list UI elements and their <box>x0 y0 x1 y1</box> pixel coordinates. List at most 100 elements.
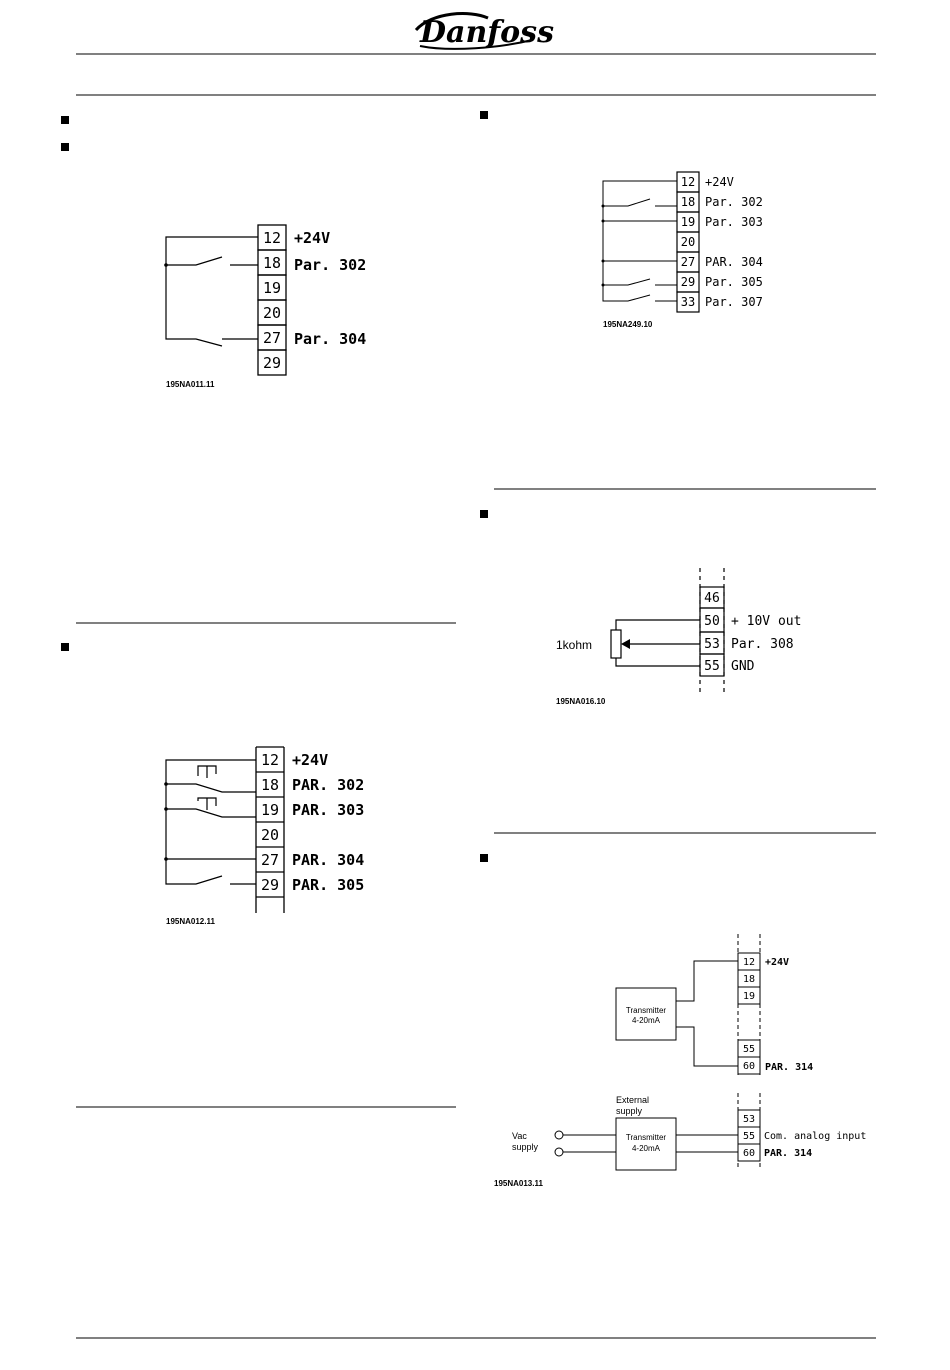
svg-text:Transmitter: Transmitter <box>626 1006 666 1015</box>
transmitter-box <box>615 987 677 1041</box>
diagram-code: 195NA249.10 <box>603 320 653 329</box>
svg-text:12: 12 <box>681 175 695 189</box>
svg-text:PAR. 304: PAR. 304 <box>292 851 364 869</box>
transmitter-label-external: Transmitter 4-20mA <box>626 1133 666 1153</box>
transmitter-label: Transmitter 4-20mA <box>626 1006 666 1025</box>
terminal-block <box>699 568 725 693</box>
svg-text:PAR. 314: PAR. 314 <box>765 1062 813 1073</box>
svg-text:PAR. 302: PAR. 302 <box>292 776 364 794</box>
terminal-block <box>676 171 700 313</box>
svg-text:External: External <box>616 1095 649 1105</box>
svg-text:27: 27 <box>681 255 695 269</box>
svg-text:GND: GND <box>731 659 755 674</box>
svg-text:53: 53 <box>704 637 720 652</box>
svg-text:+24V: +24V <box>292 751 328 769</box>
svg-text:12: 12 <box>743 957 755 968</box>
svg-text:55: 55 <box>743 1044 755 1055</box>
svg-text:supply: supply <box>512 1142 539 1152</box>
terminal-numbers: 12 18 19 20 27 29 <box>263 229 281 372</box>
resistor-icon <box>610 629 622 659</box>
wiring-bottom <box>554 1130 738 1157</box>
svg-text:20: 20 <box>261 826 279 844</box>
svg-text:PAR. 314: PAR. 314 <box>764 1148 812 1159</box>
terminal-numbers-top: 12 18 19 55 60 <box>743 957 755 1072</box>
bullet-icon <box>61 116 69 124</box>
svg-text:Par. 303: Par. 303 <box>705 215 763 229</box>
junction-dots <box>164 782 168 861</box>
svg-text:+24V: +24V <box>294 229 330 247</box>
svg-text:supply: supply <box>616 1106 643 1116</box>
svg-text:33: 33 <box>681 295 695 309</box>
potentiometer-diagram-d: 46 50 53 55 + 10V out Par. 308 GND 1kohm… <box>556 568 801 706</box>
wiring-diagram-c: 12 18 19 20 27 29 33 +24V Par. 302 Par. … <box>601 171 763 329</box>
wiring-diagram-b: 12 18 19 20 27 29 +24V PAR. 302 PAR. 303… <box>164 746 364 926</box>
svg-text:20: 20 <box>681 235 695 249</box>
terminal-block <box>257 224 287 376</box>
transmitter-box-external <box>615 1117 677 1171</box>
svg-text:4-20mA: 4-20mA <box>632 1144 661 1153</box>
svg-text:50: 50 <box>704 614 720 629</box>
terminal-circle-icon <box>554 1147 564 1157</box>
transmitter-diagram-e: 12 18 19 55 60 +24V PAR. 314 Transmitter… <box>494 934 866 1188</box>
terminal-numbers-bottom: 53 55 60 <box>743 1114 755 1159</box>
wiring <box>165 236 258 347</box>
wiring <box>602 180 677 302</box>
bullet-icon <box>61 143 69 151</box>
svg-text:PAR. 305: PAR. 305 <box>292 876 364 894</box>
terminal-block <box>255 746 285 913</box>
section-rules <box>76 488 876 1339</box>
svg-text:29: 29 <box>263 354 281 372</box>
terminal-numbers: 46 50 53 55 <box>704 591 720 674</box>
svg-text:Par. 307: Par. 307 <box>705 295 763 309</box>
terminal-numbers: 12 18 19 20 27 29 33 <box>681 175 695 309</box>
bullet-icon <box>480 854 488 862</box>
svg-text:12: 12 <box>263 229 281 247</box>
svg-text:19: 19 <box>263 279 281 297</box>
terminal-labels: + 10V out Par. 308 GND <box>731 614 801 674</box>
danfoss-logo: Danfoss <box>414 12 554 50</box>
svg-text:60: 60 <box>743 1061 755 1072</box>
brand-logo-text: Danfoss <box>419 15 554 50</box>
svg-text:+24V: +24V <box>705 175 734 189</box>
vac-supply-label: Vac supply <box>512 1131 539 1152</box>
svg-text:Par. 305: Par. 305 <box>705 275 763 289</box>
wiring-diagram-a: 12 18 19 20 27 29 +24V Par. 302 Par. 304… <box>164 224 366 389</box>
svg-text:PAR. 304: PAR. 304 <box>705 255 763 269</box>
svg-text:29: 29 <box>261 876 279 894</box>
terminal-labels-bottom: Com. analog input PAR. 314 <box>764 1131 866 1159</box>
svg-text:Par. 302: Par. 302 <box>294 256 366 274</box>
svg-text:20: 20 <box>263 304 281 322</box>
diagram-code: 195NA011.11 <box>166 380 215 389</box>
svg-text:27: 27 <box>263 329 281 347</box>
svg-text:19: 19 <box>743 991 755 1002</box>
svg-text:+ 10V out: + 10V out <box>731 614 801 629</box>
svg-text:55: 55 <box>704 659 720 674</box>
svg-text:PAR. 303: PAR. 303 <box>292 801 364 819</box>
svg-text:Par. 308: Par. 308 <box>731 637 794 652</box>
terminal-labels: +24V Par. 302 Par. 303 PAR. 304 Par. 305… <box>705 175 763 309</box>
svg-text:46: 46 <box>704 591 720 606</box>
svg-text:12: 12 <box>261 751 279 769</box>
svg-text:Par. 304: Par. 304 <box>294 330 366 348</box>
bullet-icon <box>480 510 488 518</box>
bullet-icon <box>480 111 488 119</box>
terminal-labels: +24V Par. 302 Par. 304 <box>294 229 366 348</box>
svg-text:53: 53 <box>743 1114 755 1125</box>
wiring-top <box>676 960 738 1067</box>
wiring <box>165 759 256 885</box>
bullet-icon <box>61 643 69 651</box>
svg-text:19: 19 <box>681 215 695 229</box>
wiper-arrow-icon <box>621 639 630 649</box>
svg-text:19: 19 <box>261 801 279 819</box>
junction-dots <box>601 204 605 287</box>
svg-text:18: 18 <box>743 974 755 985</box>
junction-dot <box>164 263 168 267</box>
svg-text:55: 55 <box>743 1131 755 1142</box>
svg-text:+24V: +24V <box>765 957 789 968</box>
svg-text:Transmitter: Transmitter <box>626 1133 666 1142</box>
svg-text:Par. 302: Par. 302 <box>705 195 763 209</box>
svg-text:29: 29 <box>681 275 695 289</box>
svg-text:Com. analog input: Com. analog input <box>764 1131 866 1142</box>
diagram-code: 195NA012.11 <box>166 917 215 926</box>
